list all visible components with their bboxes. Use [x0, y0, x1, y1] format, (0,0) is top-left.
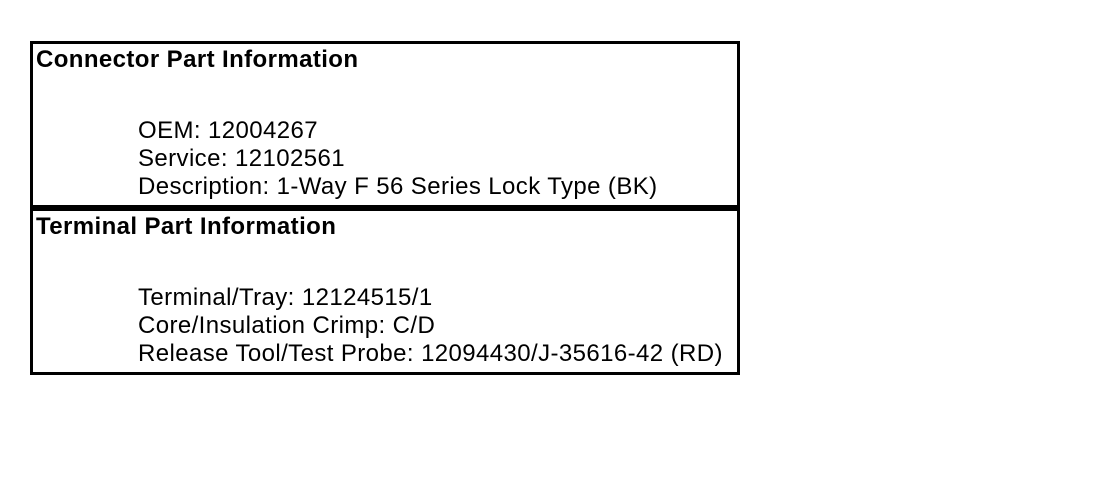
- field-oem-value: 12004267: [208, 117, 318, 144]
- connector-box-title: Connector Part Information: [36, 46, 359, 73]
- field-terminal-tray-value: 12124515/1: [301, 284, 433, 311]
- terminal-box-title: Terminal Part Information: [36, 213, 337, 240]
- field-release-tool-test-probe-value: 12094430/J-35616-42 (RD): [421, 340, 723, 367]
- field-service: Service: 12102561: [138, 145, 733, 173]
- field-core-insulation-crimp: Core/Insulation Crimp: C/D: [138, 312, 733, 340]
- field-description: Description: 1-Way F 56 Series Lock Type…: [138, 173, 733, 201]
- field-oem: OEM: 12004267: [138, 117, 733, 145]
- field-service-label: Service:: [138, 145, 228, 172]
- terminal-part-info-box: Terminal Part Information Terminal/Tray:…: [30, 208, 740, 375]
- field-oem-label: OEM:: [138, 117, 201, 144]
- connector-part-info-box: Connector Part Information OEM: 12004267…: [30, 41, 740, 208]
- field-description-label: Description:: [138, 173, 270, 200]
- field-terminal-tray-label: Terminal/Tray:: [138, 284, 295, 311]
- field-core-insulation-crimp-label: Core/Insulation Crimp:: [138, 312, 386, 339]
- terminal-fields: Terminal/Tray: 12124515/1 Core/Insulatio…: [138, 284, 733, 368]
- part-information-panel: Connector Part Information OEM: 12004267…: [30, 41, 740, 375]
- field-description-value: 1-Way F 56 Series Lock Type (BK): [276, 173, 658, 200]
- field-service-value: 12102561: [234, 145, 345, 172]
- field-core-insulation-crimp-value: C/D: [392, 312, 436, 339]
- field-terminal-tray: Terminal/Tray: 12124515/1: [138, 284, 733, 312]
- field-release-tool-test-probe: Release Tool/Test Probe: 12094430/J-3561…: [138, 340, 733, 368]
- field-release-tool-test-probe-label: Release Tool/Test Probe:: [138, 340, 414, 367]
- connector-fields: OEM: 12004267 Service: 12102561 Descript…: [138, 117, 733, 201]
